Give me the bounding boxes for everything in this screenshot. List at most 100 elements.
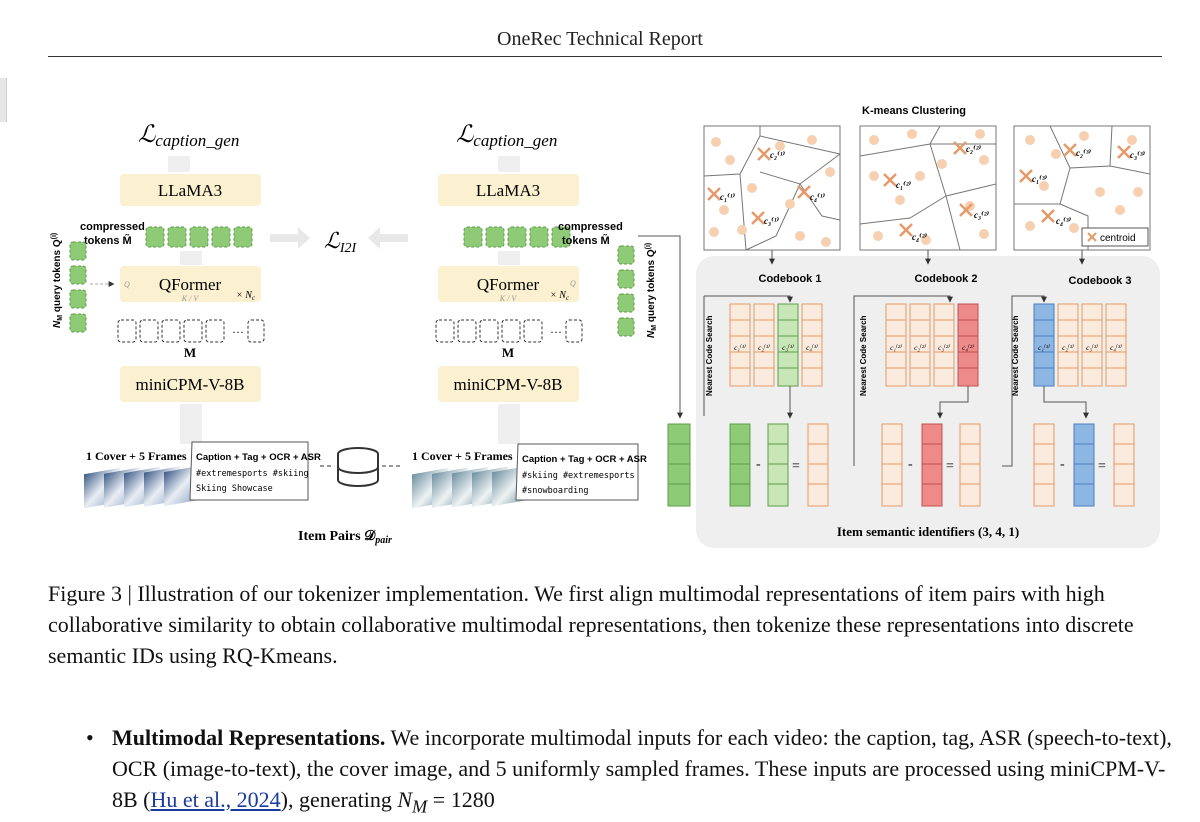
left-text-card-title: Caption + Tag + OCR + ASR — [196, 452, 321, 463]
page-edge-strip — [0, 78, 7, 122]
svg-text:c₁⁽³⁾: c₁⁽³⁾ — [1038, 343, 1050, 352]
svg-text:-: - — [908, 457, 913, 472]
left-nc-label: × Nc — [236, 290, 256, 302]
nearest-code-search-1: Nearest Code Search — [705, 315, 714, 396]
codebook-1: c₁⁽¹⁾ c₂⁽¹⁾ c₃⁽¹⁾ c₄⁽¹⁾ — [729, 303, 823, 387]
database-icon — [337, 447, 379, 487]
svg-text:c₂⁽³⁾: c₂⁽³⁾ — [1062, 343, 1074, 352]
svg-text:c₂⁽¹⁾: c₂⁽¹⁾ — [770, 150, 786, 160]
right-query-tokens — [617, 245, 635, 337]
svg-text:c₂⁽¹⁾: c₂⁽¹⁾ — [758, 343, 770, 352]
right-text-card — [515, 443, 639, 501]
codebook-2-label: Codebook 2 — [915, 273, 978, 285]
svg-text:c₃⁽³⁾: c₃⁽³⁾ — [1130, 150, 1146, 160]
right-cover-frames-label: 1 Cover + 5 Frames — [412, 449, 513, 463]
svg-text:=: = — [792, 459, 800, 474]
svg-text:c₃⁽¹⁾: c₃⁽¹⁾ — [782, 343, 794, 352]
svg-text:c₃⁽¹⁾: c₃⁽¹⁾ — [764, 216, 780, 226]
left-compressed-label-2: tokens M̃ — [84, 234, 132, 247]
centroid-legend-label: centroid — [1100, 233, 1136, 244]
math-rest: = 1280 — [427, 787, 495, 812]
right-pipeline: ℒcaption_gen LLaMA3 compressed tokens M̃… — [412, 122, 658, 509]
centroid-legend — [1081, 227, 1149, 247]
svg-text:c₃⁽²⁾: c₃⁽²⁾ — [938, 343, 950, 352]
bullet-multimodal-representations: • Multimodal Representations. We incorpo… — [86, 722, 1172, 822]
math-var: N — [397, 787, 413, 812]
svg-text:c₄⁽¹⁾: c₄⁽¹⁾ — [810, 192, 826, 202]
svg-text:c₄⁽³⁾: c₄⁽³⁾ — [1110, 343, 1122, 352]
right-query-tokens-label: NM query tokens Q(i) — [645, 243, 658, 338]
kmeans-panel-3: c₂⁽³⁾ c₁⁽³⁾ c₃⁽³⁾ c₄⁽³⁾ centroid — [1013, 125, 1151, 251]
codebook-3-label: Codebook 3 — [1069, 275, 1132, 287]
header-rule — [48, 56, 1162, 57]
right-encoder-block — [438, 366, 579, 402]
semantic-ids-label: Item semantic identifiers (3, 4, 1) — [837, 524, 1019, 539]
left-loss-caption-gen: ℒcaption_gen — [138, 122, 239, 150]
svg-text:c₂⁽²⁾: c₂⁽²⁾ — [914, 343, 926, 352]
left-encoder-block — [120, 366, 261, 402]
left-qformer-block — [120, 266, 261, 302]
right-text-card-title: Caption + Tag + OCR + ASR — [522, 454, 647, 465]
bullet-body-2: ), generating — [280, 787, 398, 812]
svg-text:-: - — [756, 457, 761, 472]
right-feature-tokens: ··· — [435, 319, 583, 343]
codebook-1-label: Codebook 1 — [759, 273, 822, 285]
left-text-card — [189, 441, 309, 501]
left-q-label: Q — [124, 280, 130, 289]
bullet-heading: Multimodal Representations. — [112, 725, 386, 750]
right-q-label: Q — [570, 279, 576, 288]
right-nc-label: × Nc — [550, 290, 570, 302]
left-llama-block — [120, 174, 261, 206]
left-query-tokens — [69, 241, 87, 333]
residual-vectors: - = - = - = — [667, 423, 1135, 507]
svg-text:-: - — [1060, 457, 1065, 472]
right-tag-line-2: #snowboarding — [522, 486, 589, 496]
left-pipeline: ℒcaption_gen LLaMA3 compressed tokens M̃… — [51, 122, 321, 509]
left-tag-line-2: Skiing Showcase — [196, 484, 273, 494]
right-encoder-label: miniCPM-V-8B — [454, 375, 563, 394]
codebook-3: c₁⁽³⁾ c₂⁽³⁾ c₃⁽³⁾ c₄⁽³⁾ — [1033, 303, 1127, 387]
nearest-code-search-2: Nearest Code Search — [859, 315, 868, 396]
math-sub: M — [412, 796, 428, 817]
up-arrow-shape — [168, 156, 190, 172]
svg-text:c₃⁽³⁾: c₃⁽³⁾ — [1086, 343, 1098, 352]
svg-text:···: ··· — [550, 325, 562, 339]
left-tag-line-1: #extremesports #skiing — [196, 469, 309, 479]
figure-caption: Figure 3 | Illustration of our tokenizer… — [48, 581, 1134, 668]
right-qformer-block — [438, 266, 579, 302]
right-compressed-label: compressed — [558, 221, 623, 233]
citation-link[interactable]: Hu et al., 2024 — [150, 787, 281, 812]
left-video-frames — [84, 465, 200, 509]
bullet-marker: • — [86, 725, 94, 750]
right-m-label: M — [502, 345, 514, 360]
svg-text:=: = — [1098, 459, 1106, 474]
loss-i2i: ℒI2I — [324, 228, 358, 256]
svg-text:c₄⁽²⁾: c₄⁽²⁾ — [912, 232, 928, 242]
item-pairs-label: Item Pairs 𝒟pair — [298, 528, 392, 546]
nearest-code-search-3: Nearest Code Search — [1011, 315, 1020, 396]
svg-text:c₄⁽³⁾: c₄⁽³⁾ — [1056, 216, 1072, 226]
svg-text:c₁⁽²⁾: c₁⁽²⁾ — [890, 343, 902, 352]
bullet-body-1: We incorporate multimodal inputs for eac… — [112, 725, 1172, 812]
svg-text:c₂⁽²⁾: c₂⁽²⁾ — [966, 144, 982, 154]
running-header: OneRec Technical Report — [497, 28, 703, 50]
tokenizer-figure: ℒcaption_gen LLaMA3 compressed tokens M̃… — [51, 105, 1160, 548]
left-compressed-label: compressed — [80, 221, 145, 233]
svg-text:c₁⁽³⁾: c₁⁽³⁾ — [1032, 174, 1048, 184]
left-feature-tokens: ··· — [117, 319, 265, 343]
left-llama-label: LLaMA3 — [158, 181, 222, 200]
right-compressed-tokens — [463, 226, 571, 248]
left-qformer-label: QFormer — [159, 275, 222, 294]
left-compressed-tokens — [145, 226, 253, 248]
left-cover-frames-label: 1 Cover + 5 Frames — [86, 449, 187, 463]
right-qformer-label: QFormer — [477, 275, 540, 294]
right-video-frames — [412, 465, 528, 509]
svg-text:c₁⁽¹⁾: c₁⁽¹⁾ — [734, 343, 746, 352]
right-loss-caption-gen: ℒcaption_gen — [456, 122, 557, 150]
left-encoder-label: miniCPM-V-8B — [136, 375, 245, 394]
svg-text:c₄⁽¹⁾: c₄⁽¹⁾ — [806, 343, 818, 352]
right-tag-line-1: #skiing #extremesports — [522, 471, 635, 481]
svg-text:c₁⁽²⁾: c₁⁽²⁾ — [896, 180, 912, 190]
left-kv-label: K / V — [181, 294, 200, 303]
svg-text:c₂⁽³⁾: c₂⁽³⁾ — [1076, 148, 1092, 158]
